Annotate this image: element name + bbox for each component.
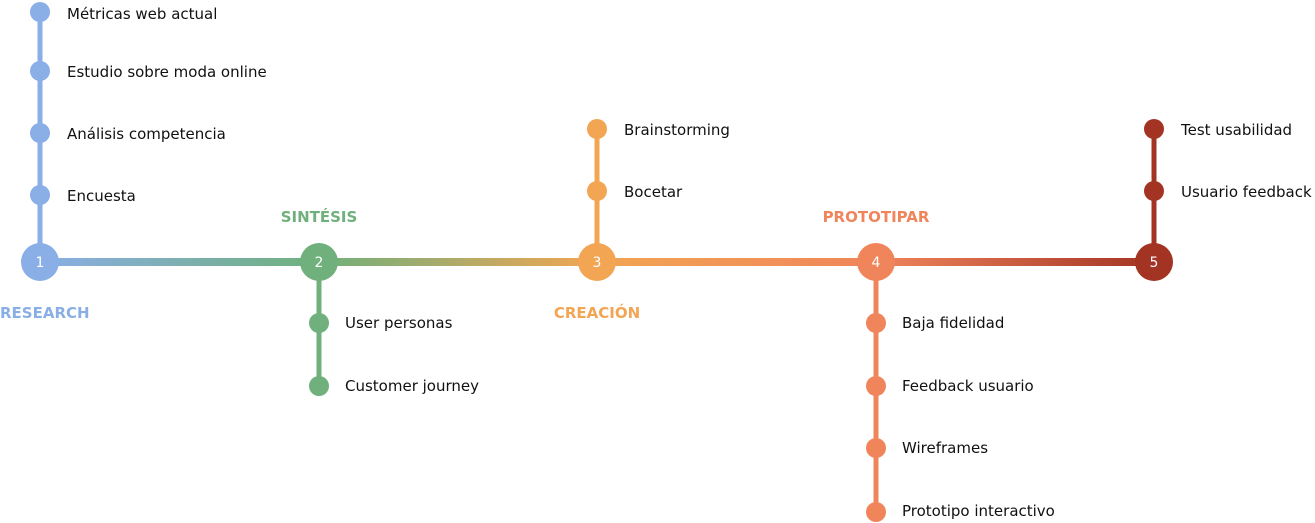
- step-label: Customer journey: [345, 377, 479, 395]
- step-dot[interactable]: [309, 313, 329, 333]
- step-dot[interactable]: [866, 313, 886, 333]
- step-label: User personas: [345, 314, 453, 332]
- step-dot[interactable]: [30, 2, 50, 22]
- phase-prototipar: Baja fidelidad Feedback usuario Wirefram…: [823, 208, 1055, 522]
- step-label: Test usabilidad: [1180, 121, 1292, 139]
- step-label: Encuesta: [67, 187, 136, 205]
- step-dot[interactable]: [587, 119, 607, 139]
- phase-node[interactable]: [300, 243, 338, 281]
- step-label: Estudio sobre moda online: [67, 63, 267, 81]
- step-dot[interactable]: [30, 61, 50, 81]
- phase-number: 2: [315, 255, 324, 271]
- phase-title: RESEARCH: [0, 304, 90, 322]
- phase-research: Métricas web actual Estudio sobre moda o…: [0, 2, 267, 322]
- step-label: Wireframes: [902, 439, 988, 457]
- step-dot[interactable]: [866, 376, 886, 396]
- phase-number: 1: [36, 255, 45, 271]
- step-dot[interactable]: [30, 123, 50, 143]
- step-dot[interactable]: [30, 185, 50, 205]
- step-label: Brainstorming: [624, 121, 730, 139]
- step-label: Baja fidelidad: [902, 314, 1004, 332]
- phase-node[interactable]: [578, 243, 616, 281]
- phase-sintesis: User personas Customer journey 2 SINTÉSI…: [281, 207, 479, 396]
- step-dot[interactable]: [587, 181, 607, 201]
- step-label: Métricas web actual: [67, 5, 217, 23]
- phase-title: PROTOTIPAR: [823, 208, 930, 226]
- phase-node[interactable]: [1135, 243, 1173, 281]
- phase-title: SINTÉSIS: [281, 207, 358, 226]
- phase-node[interactable]: [21, 243, 59, 281]
- phase-title: CREACIÓN: [554, 303, 640, 322]
- phase-node[interactable]: [857, 243, 895, 281]
- phase-creacion: Brainstorming Bocetar 3 CREACIÓN: [554, 119, 730, 322]
- step-label: Feedback usuario: [902, 377, 1034, 395]
- step-dot[interactable]: [309, 376, 329, 396]
- phase-testing: Test usabilidad Usuario feedback 5: [1135, 119, 1312, 281]
- step-label: Usuario feedback: [1181, 183, 1312, 201]
- step-label: Bocetar: [624, 183, 683, 201]
- step-label: Análisis competencia: [67, 125, 226, 143]
- phase-number: 5: [1150, 255, 1159, 271]
- step-dot[interactable]: [1144, 119, 1164, 139]
- phase-number: 3: [593, 255, 602, 271]
- step-dot[interactable]: [866, 438, 886, 458]
- phase-number: 4: [872, 255, 881, 271]
- step-dot[interactable]: [866, 502, 886, 522]
- step-label: Prototipo interactivo: [902, 502, 1055, 520]
- step-dot[interactable]: [1144, 181, 1164, 201]
